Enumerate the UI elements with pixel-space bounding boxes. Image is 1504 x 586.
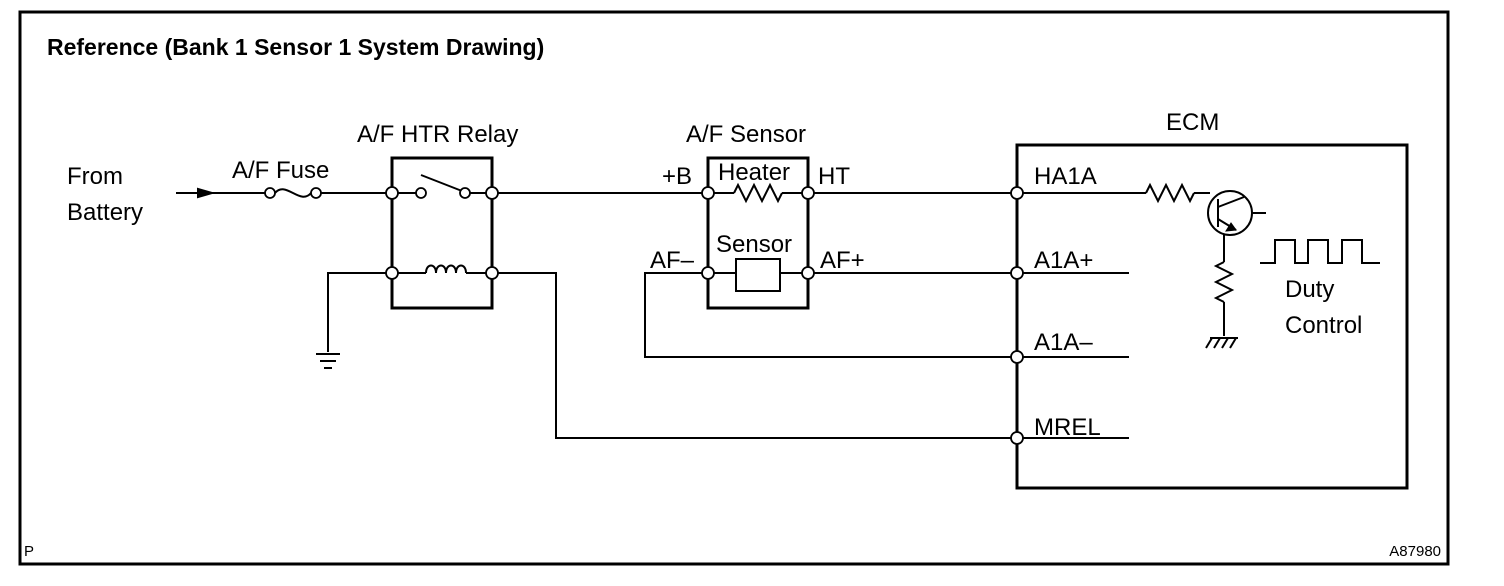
fuse-symbol	[264, 187, 322, 199]
relay-label: A/F HTR Relay	[357, 121, 518, 148]
heater-resistor	[714, 182, 802, 204]
duty-waveform-icon	[1260, 239, 1380, 264]
relay-terminal	[385, 266, 399, 280]
outer-frame	[18, 10, 1450, 566]
sensor-terminal	[701, 266, 715, 280]
relay-terminal	[485, 186, 499, 200]
mrel-label: MREL	[1034, 414, 1101, 441]
figure-id: A87980	[1389, 543, 1441, 560]
sensor-terminal	[701, 186, 715, 200]
ha1a-label: HA1A	[1034, 163, 1097, 190]
ecm-terminal	[1010, 431, 1024, 445]
af-minus-label: AF–	[650, 247, 695, 274]
plus-b-label: +B	[662, 163, 692, 190]
chassis-ground-icon	[1205, 337, 1238, 349]
ht-label: HT	[818, 163, 850, 190]
footer-left-mark: P	[24, 543, 34, 560]
duty-control-label-line1: Duty	[1285, 276, 1334, 303]
af-plus-label: AF+	[820, 247, 865, 274]
sensor-terminal	[801, 266, 815, 280]
ground-wire	[327, 272, 386, 352]
sensor-element	[714, 258, 802, 292]
sensor-terminal	[801, 186, 815, 200]
relay-coil	[398, 264, 487, 274]
af-minus-wire	[644, 272, 1129, 358]
diagram-title: Reference (Bank 1 Sensor 1 System Drawin…	[47, 34, 544, 60]
relay-switch-contact	[398, 174, 487, 199]
ecm-terminal	[1010, 266, 1024, 280]
ground-icon	[316, 353, 340, 369]
sensor-element-label: Sensor	[716, 231, 792, 258]
from-battery-label-line1: From	[67, 163, 123, 190]
fuse-label: A/F Fuse	[232, 157, 329, 184]
from-battery-label-line2: Battery	[67, 199, 143, 226]
ecm-box	[1015, 143, 1409, 490]
relay-terminal	[385, 186, 399, 200]
battery-input-arrow	[176, 187, 216, 199]
sensor-unit-label: A/F Sensor	[686, 121, 806, 148]
relay-box	[390, 156, 494, 310]
ecm-label: ECM	[1166, 109, 1219, 136]
emitter-resistor	[1213, 261, 1235, 336]
ecm-base-resistor	[1023, 182, 1210, 204]
a1a-minus-label: A1A–	[1034, 329, 1093, 356]
ecm-terminal	[1010, 186, 1024, 200]
relay-terminal	[485, 266, 499, 280]
ecm-terminal	[1010, 350, 1024, 364]
transistor-icon	[1207, 190, 1266, 262]
heater-label: Heater	[718, 159, 790, 186]
duty-control-label-line2: Control	[1285, 312, 1362, 339]
mrel-wire	[498, 272, 1129, 439]
a1a-plus-label: A1A+	[1034, 247, 1093, 274]
sensor-unit-box	[706, 156, 810, 310]
